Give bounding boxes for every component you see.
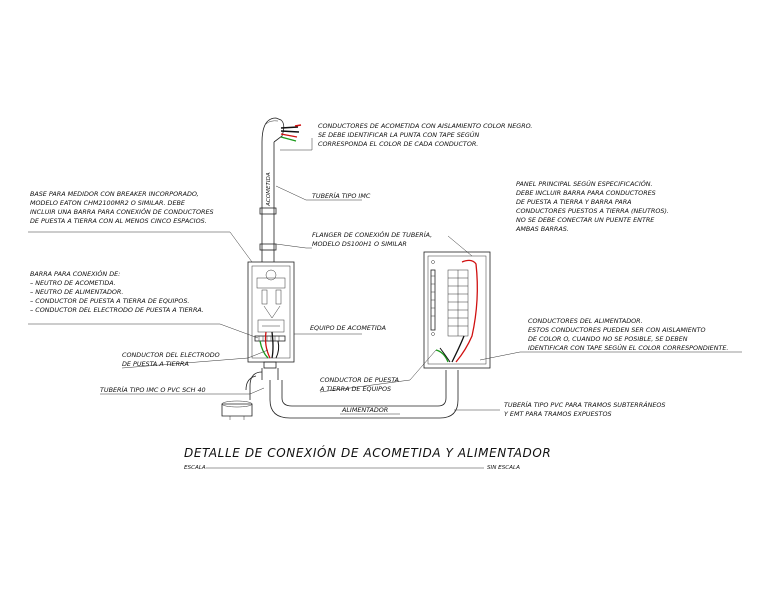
label-line: ESTOS CONDUCTORES PUEDEN SER CON AISLAMI…	[528, 326, 706, 334]
label-line: DE COLOR O, CUANDO NO SE POSIBLE, SE DEB…	[528, 335, 688, 343]
label-equipo-acometida: EQUIPO DE ACOMETIDA	[310, 324, 386, 332]
label-line: MODELO EATON CHM2100MR2 O SIMILAR. DEBE	[30, 199, 186, 207]
feeder-conduit	[269, 370, 459, 419]
label-line: – NEUTRO DE ALIMENTADOR.	[30, 288, 123, 296]
main-panel-wires	[435, 259, 478, 363]
label-line: DE PUESTA A TIERRA	[122, 360, 189, 368]
meter-base-box	[247, 261, 295, 363]
label-line: – CONDUCTOR DEL ELECTRODO DE PUESTA A TI…	[30, 306, 204, 314]
label-line: IDENTIFICAR CON TAPE SEGÚN EL COLOR CORR…	[528, 343, 728, 352]
scale-right-label: SIN ESCALA	[487, 465, 520, 471]
label-line: DEBE INCLUIR BARRA PARA CONDUCTORES	[516, 189, 656, 197]
label-conductores-acometida: CONDUCTORES DE ACOMETIDA CON AISLAMIENTO…	[318, 122, 532, 148]
label-panel-principal: PANEL PRINCIPAL SEGÚN ESPECIFICACIÓN. DE…	[515, 179, 669, 233]
label-line: AMBAS BARRAS.	[515, 225, 569, 233]
label-line: DE PUESTA A TIERRA CON AL MENOS CINCO ES…	[30, 217, 207, 225]
label-line: CONDUCTORES DEL ALIMENTADOR.	[528, 317, 643, 325]
label-line: DE PUESTA A TIERRA Y BARRA PARA	[516, 198, 632, 206]
label-line: MODELO DS100H1 O SIMILAR	[312, 240, 407, 248]
label-line: CONDUCTORES DE ACOMETIDA CON AISLAMIENTO…	[318, 122, 532, 130]
scale-left-label: ESCALA	[184, 465, 206, 471]
label-line: A TIERRA DE EQUIPOS	[319, 385, 391, 393]
label-line: CONDUCTOR DEL ELECTRODO	[122, 351, 220, 359]
label-tuberia-imc-pvc: TUBERÍA TIPO IMC O PVC SCH 40	[100, 385, 206, 394]
label-line: CONDUCTORES PUESTOS A TIERRA (NEUTROS).	[516, 207, 669, 215]
grounding-electrode-run	[221, 371, 263, 420]
label-conductores-alimentador: CONDUCTORES DEL ALIMENTADOR. ESTOS CONDU…	[528, 317, 728, 352]
label-line: BASE PARA MEDIDOR CON BREAKER INCORPORAD…	[30, 190, 199, 198]
label-acometida-vertical: ACOMETIDA	[266, 172, 272, 207]
label-line: CONDUCTOR DE PUESTA	[320, 376, 399, 384]
label-line: TUBERÍA TIPO PVC PARA TRAMOS SUBTERRÁNEO…	[504, 400, 665, 409]
label-flanger: FLANGER DE CONEXIÓN DE TUBERÍA, MODELO D…	[312, 230, 432, 248]
label-line: PANEL PRINCIPAL SEGÚN ESPECIFICACIÓN.	[516, 179, 653, 188]
label-alimentador: ALIMENTADOR	[341, 406, 388, 414]
label-tuberia-pvc: TUBERÍA TIPO PVC PARA TRAMOS SUBTERRÁNEO…	[504, 400, 665, 418]
service-conductor-ends	[280, 124, 302, 142]
label-base-medidor: BASE PARA MEDIDOR CON BREAKER INCORPORAD…	[30, 190, 214, 225]
diagram-title: DETALLE DE CONEXIÓN DE ACOMETIDA Y ALIME…	[184, 445, 551, 460]
main-panel-box	[423, 251, 491, 369]
label-line: INCLUIR UNA BARRA PARA CONEXIÓN DE CONDU…	[30, 207, 214, 216]
meter-base-flange	[261, 361, 279, 380]
label-line: NO SE DEBE CONECTAR UN PUENTE ENTRE	[516, 216, 655, 224]
label-barra-conexion: BARRA PARA CONEXIÓN DE: – NEUTRO DE ACOM…	[30, 269, 204, 314]
label-tuberia-imc: TUBERÍA TIPO IMC	[312, 191, 371, 200]
leader-lines	[28, 138, 742, 415]
service-mast	[259, 117, 285, 262]
label-line: FLANGER DE CONEXIÓN DE TUBERÍA,	[312, 230, 432, 239]
label-line: – NEUTRO DE ACOMETIDA.	[30, 279, 116, 287]
label-line: – CONDUCTOR DE PUESTA A TIERRA DE EQUIPO…	[30, 297, 189, 305]
label-line: BARRA PARA CONEXIÓN DE:	[30, 269, 120, 278]
meter-base-wires	[259, 331, 280, 359]
label-line: CORRESPONDA EL COLOR DE CADA CONDUCTOR.	[318, 140, 478, 148]
label-conductor-electrodo: CONDUCTOR DEL ELECTRODO DE PUESTA A TIER…	[122, 351, 220, 368]
scale-line: ESCALA SIN ESCALA	[184, 465, 520, 471]
label-line: Y EMT PARA TRAMOS EXPUESTOS	[504, 410, 612, 418]
label-line: SE DEBE IDENTIFICAR LA PUNTA CON TAPE SE…	[318, 130, 479, 139]
label-conductor-puesta-tierra: CONDUCTOR DE PUESTA A TIERRA DE EQUIPOS	[319, 376, 399, 393]
